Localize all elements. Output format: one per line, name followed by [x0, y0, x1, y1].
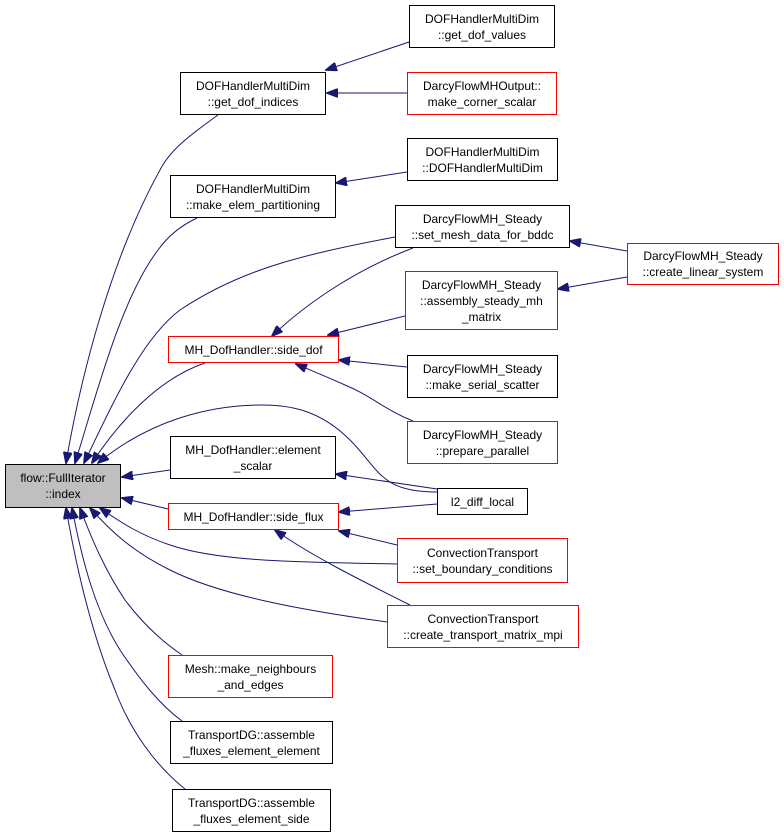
edge-create-linear-system-to-assembly	[558, 276, 628, 289]
node-label: MH_DofHandler::side_dof	[184, 342, 323, 357]
node-label: MH_DofHandler::side_flux	[183, 509, 324, 524]
node-label: ConvectionTransport	[427, 545, 538, 560]
node-label: ::index	[45, 487, 81, 501]
edge-assemble-ee-to-root	[72, 508, 183, 722]
node-label: ::make_serial_scatter	[425, 377, 540, 392]
edge-get-dof-values-to-get-dof-indices	[326, 41, 410, 70]
node-label: flow::FullIterator	[20, 471, 106, 485]
node-label: MH_DofHandler::element	[185, 442, 321, 457]
node-make-elem-partitioning[interactable]: DOFHandlerMultiDim ::make_elem_partition…	[170, 175, 336, 218]
edge-side-flux-to-root	[122, 498, 169, 510]
node-label: DOFHandlerMultiDim	[425, 144, 540, 159]
edge-create-linear-system-to-set-mesh-data	[570, 241, 628, 252]
node-make-neighbours-and-edges[interactable]: Mesh::make_neighbours _and_edges	[168, 655, 333, 698]
node-side-dof[interactable]: MH_DofHandler::side_dof	[168, 336, 339, 363]
edge-l2-diff-local-to-root	[98, 404, 438, 493]
node-assemble-fluxes-element-side[interactable]: TransportDG::assemble _fluxes_element_si…	[172, 789, 331, 832]
node-label: ::make_elem_partitioning	[185, 197, 321, 212]
node-make-corner-scalar[interactable]: DarcyFlowMHOutput:: make_corner_scalar	[407, 72, 557, 115]
node-label: make_corner_scalar	[427, 94, 537, 109]
edge-side-dof-to-root	[92, 362, 206, 463]
edge-assembly-to-side-dof	[328, 315, 406, 335]
node-make-serial-scatter[interactable]: DarcyFlowMH_Steady ::make_serial_scatter	[407, 355, 558, 398]
node-set-boundary-conditions[interactable]: ConvectionTransport ::set_boundary_condi…	[397, 538, 568, 583]
edge-assemble-es-to-root	[66, 508, 186, 790]
node-label: _matrix	[461, 309, 502, 324]
node-l2-diff-local[interactable]: l2_diff_local	[437, 488, 528, 515]
edge-create-transport-matrix-to-root	[90, 508, 388, 623]
node-label: DarcyFlowMH_Steady	[421, 277, 542, 292]
node-label: DOFHandlerMultiDim	[424, 11, 540, 26]
node-element-scalar[interactable]: MH_DofHandler::element _scalar	[170, 436, 336, 479]
node-label: DarcyFlowMH_Steady	[422, 361, 543, 376]
node-label: l2_diff_local	[450, 494, 515, 509]
edge-make-elem-partitioning-to-root	[75, 217, 198, 463]
node-create-transport-matrix-mpi[interactable]: ConvectionTransport ::create_transport_m…	[387, 605, 579, 648]
node-label: DarcyFlowMHOutput::	[422, 78, 542, 93]
node-dofhandler-constructor[interactable]: DOFHandlerMultiDim ::DOFHandlerMultiDim	[407, 138, 558, 181]
node-label: ::create_transport_matrix_mpi	[403, 627, 563, 642]
node-get-dof-indices[interactable]: DOFHandlerMultiDim ::get_dof_indices	[180, 72, 326, 115]
edge-make-neighbours-to-root	[80, 508, 183, 656]
edge-get-dof-indices-to-root	[66, 114, 219, 463]
node-label: ::create_linear_system	[642, 265, 764, 279]
node-get-dof-values[interactable]: DOFHandlerMultiDim ::get_dof_values	[409, 5, 555, 48]
node-label: DOFHandlerMultiDim	[195, 78, 311, 93]
node-side-flux[interactable]: MH_DofHandler::side_flux	[168, 503, 339, 530]
edge-ctor-to-make-elem-partitioning	[336, 171, 408, 183]
edge-set-boundary-to-side-flux	[339, 531, 398, 546]
node-label: ::assembly_steady_mh	[420, 293, 543, 308]
node-label: DarcyFlowMH_Steady	[422, 427, 543, 442]
node-create-linear-system[interactable]: DarcyFlowMH_Steady ::create_linear_syste…	[627, 243, 779, 285]
node-root-fulliterator-index: flow::FullIterator ::index	[5, 464, 121, 508]
node-label: ConvectionTransport	[427, 611, 539, 626]
node-label: _scalar	[233, 458, 273, 473]
node-label: ::get_dof_values	[437, 27, 527, 42]
node-label: ::set_boundary_conditions	[412, 561, 553, 576]
node-label: TransportDG::assemble	[188, 795, 315, 810]
node-assemble-fluxes-element-element[interactable]: TransportDG::assemble _fluxes_element_el…	[170, 721, 333, 764]
node-label: DarcyFlowMH_Steady	[643, 249, 763, 263]
edge-set-mesh-data-to-side-dof	[272, 247, 414, 336]
node-assembly-steady-mh-matrix[interactable]: DarcyFlowMH_Steady ::assembly_steady_mh …	[405, 271, 558, 330]
node-label: TransportDG::assemble	[188, 727, 315, 742]
node-label: ::get_dof_indices	[207, 94, 299, 109]
edge-l2-diff-to-side-flux	[339, 503, 438, 512]
node-set-mesh-data-for-bddc[interactable]: DarcyFlowMH_Steady ::set_mesh_data_for_b…	[395, 205, 570, 248]
node-prepare-parallel[interactable]: DarcyFlowMH_Steady ::prepare_parallel	[407, 421, 558, 464]
node-label: _fluxes_element_side	[193, 811, 310, 826]
edge-set-mesh-data-to-root	[84, 236, 396, 463]
edge-create-transport-to-side-flux	[275, 530, 411, 606]
node-label: ::set_mesh_data_for_bddc	[411, 227, 554, 242]
edge-make-serial-scatter-to-side-dof	[339, 360, 408, 368]
edge-prepare-parallel-to-side-dof	[296, 364, 414, 422]
node-label: Mesh::make_neighbours	[184, 661, 317, 676]
node-label: ::prepare_parallel	[435, 443, 530, 458]
node-label: DOFHandlerMultiDim	[195, 181, 311, 196]
node-label: DarcyFlowMH_Steady	[422, 211, 543, 226]
node-label: ::DOFHandlerMultiDim	[422, 160, 543, 175]
edge-l2-diff-to-element-scalar	[336, 474, 438, 490]
node-label: _fluxes_element_element	[183, 743, 320, 758]
node-label: _and_edges	[217, 677, 284, 692]
edge-element-scalar-to-root	[122, 469, 171, 477]
edge-set-boundary-conditions-to-root	[100, 508, 398, 565]
